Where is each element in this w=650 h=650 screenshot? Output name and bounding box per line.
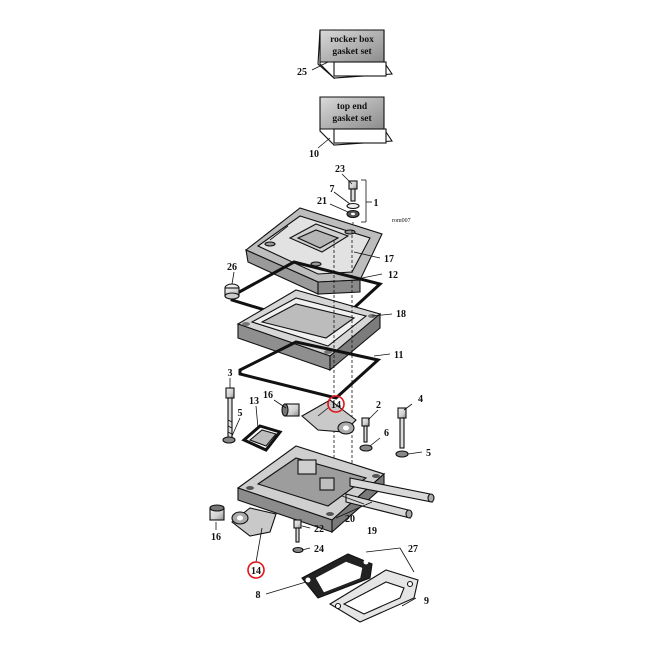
topend-kit-line1: top end (337, 102, 368, 112)
leader-lines (215, 173, 423, 607)
bolt-long-right (395, 407, 409, 458)
lower-gasket (301, 553, 373, 599)
callout-4: 4 (418, 394, 423, 405)
callout-7: 7 (330, 184, 335, 195)
topend-kit-line2: gasket set (332, 114, 372, 124)
callout-3: 3 (228, 368, 233, 379)
callout-16-upper: 16 (263, 390, 273, 401)
callout-10: 10 (309, 149, 319, 160)
callout-27: 27 (408, 544, 418, 555)
bolt-long-left (225, 387, 235, 439)
washer-left (222, 436, 236, 444)
callout-19: 19 (367, 526, 377, 537)
rocker-shafts (345, 477, 435, 519)
callout-22: 22 (314, 524, 324, 535)
callout-14-lower: 14 (251, 566, 261, 577)
callout-21: 21 (317, 196, 327, 207)
callout-14-upper: 14 (331, 400, 341, 411)
rocker-arm-lower (231, 507, 277, 537)
rocker-kit-line1: rocker box (330, 35, 374, 45)
callout-12: 12 (388, 270, 398, 281)
rocker-gasket-lower (238, 340, 382, 400)
rocker-arm-upper (301, 399, 357, 435)
bolt-short-center (359, 417, 373, 452)
bushing-upper (281, 403, 300, 417)
lower-plate (328, 569, 419, 623)
callout-23: 23 (335, 164, 345, 175)
diagram-code: rom007 (392, 218, 411, 224)
callout-labels: 23 7 21 1 17 26 12 18 11 3 4 2 16 14 13 … (211, 164, 431, 607)
callout-8: 8 (256, 590, 261, 601)
callout-13: 13 (249, 396, 259, 407)
breather-plug (224, 283, 240, 300)
callout-16-lower: 16 (211, 532, 221, 543)
top-end-gasket-set-kit: top end gasket set 10 (309, 96, 393, 160)
callout-9: 9 (424, 596, 429, 607)
bushing-lower (209, 504, 225, 521)
callout-25: 25 (297, 67, 307, 78)
callout-26: 26 (227, 262, 237, 273)
callout-18: 18 (396, 309, 406, 320)
callout-2: 2 (376, 400, 381, 411)
callout-17: 17 (384, 254, 394, 265)
rocker-box-gasket-set-kit: rocker box gasket set 25 (297, 29, 393, 80)
bolt-small-lower (292, 519, 304, 554)
top-bolt-stack (346, 179, 372, 232)
callout-5-right: 5 (426, 448, 431, 459)
rocker-housing (236, 289, 382, 372)
highlight-circle-14-lower (247, 561, 265, 579)
callout-5-left: 5 (238, 408, 243, 419)
callout-20: 20 (345, 514, 355, 525)
highlight-circle-14-upper (327, 395, 345, 413)
small-gasket (241, 424, 283, 452)
callout-24: 24 (314, 544, 324, 555)
callout-11: 11 (394, 350, 403, 361)
callout-1: 1 (374, 198, 379, 209)
callout-6: 6 (384, 428, 389, 439)
rocker-cover (244, 207, 383, 295)
rocker-kit-line2: gasket set (332, 47, 372, 57)
